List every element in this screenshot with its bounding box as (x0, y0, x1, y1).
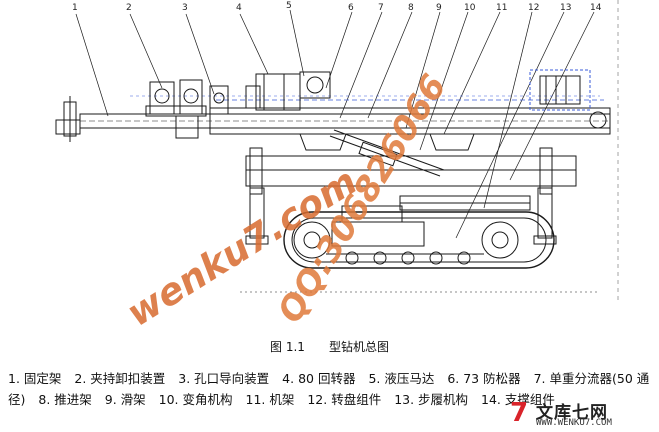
callout-number-6: 6 (348, 3, 354, 13)
turntable (399, 195, 531, 211)
brand-logo-icon: 7 (510, 398, 529, 428)
callout-number-9: 9 (436, 3, 442, 13)
support-legs (245, 187, 557, 245)
callout-number-13: 13 (560, 3, 571, 13)
orifice-guide-device (209, 85, 229, 115)
legend-item: 6. 73 防松器 (447, 371, 521, 386)
legend-item: 9. 滑架 (104, 392, 146, 407)
brand-name: 文库七网 (536, 403, 608, 423)
callout-number-1: 1 (72, 3, 78, 13)
legend-item: 1. 固定架 (8, 371, 62, 386)
figure-caption: 图 1.1 型钻机总图 (0, 338, 659, 355)
legend-item: 7. 单重分流器(50 通径) (8, 371, 650, 407)
legend-item: 2. 夹持卸扣装置 (74, 371, 166, 386)
legend-item: 12. 转盘组件 (307, 392, 382, 407)
callout-number-7: 7 (378, 3, 384, 13)
legend-item: 4. 80 回转器 (282, 371, 356, 386)
callout-number-10: 10 (464, 3, 476, 13)
fixed-frame (55, 96, 81, 142)
legend-item: 13. 步履机构 (394, 392, 469, 407)
clamp-breakout-device (145, 79, 207, 139)
figure-number: 图 1.1 (270, 340, 305, 354)
legend-item: 11. 机架 (245, 392, 295, 407)
callout-number-14: 14 (590, 3, 602, 13)
legend-item: 8. 推进架 (38, 392, 92, 407)
legend-item: 3. 孔口导向装置 (178, 371, 270, 386)
power-unit (529, 69, 607, 129)
rotator (245, 73, 301, 111)
track-rollers (345, 251, 471, 265)
figure-title: 型钻机总图 (328, 340, 389, 354)
callout-number-5: 5 (286, 1, 292, 11)
callout-number-8: 8 (408, 3, 414, 13)
parts-legend: 1. 固定架 2. 夹持卸扣装置 3. 孔口导向装置 4. 80 回转器 5. … (8, 368, 653, 410)
callout-number-11: 11 (496, 3, 507, 13)
legend-item: 5. 液压马达 (368, 371, 435, 386)
legend-item: 10. 变角机构 (158, 392, 233, 407)
callout-number-2: 2 (126, 3, 132, 13)
callout-number-4: 4 (236, 3, 242, 13)
callout-number-3: 3 (182, 3, 188, 13)
brand-url: WWW.WENKU7.COM (536, 418, 612, 428)
machine-frame (245, 147, 577, 195)
brand-badge[interactable]: 7 文库七网 WWW.WENKU7.COM (510, 396, 656, 432)
callout-number-12: 12 (528, 3, 539, 13)
legend-item: 14. 支撑组件 (481, 392, 555, 407)
angle-change-mechanism (299, 129, 475, 177)
feed-frame (79, 95, 611, 135)
crawler-track (283, 205, 555, 269)
hydraulic-motor (299, 71, 331, 99)
